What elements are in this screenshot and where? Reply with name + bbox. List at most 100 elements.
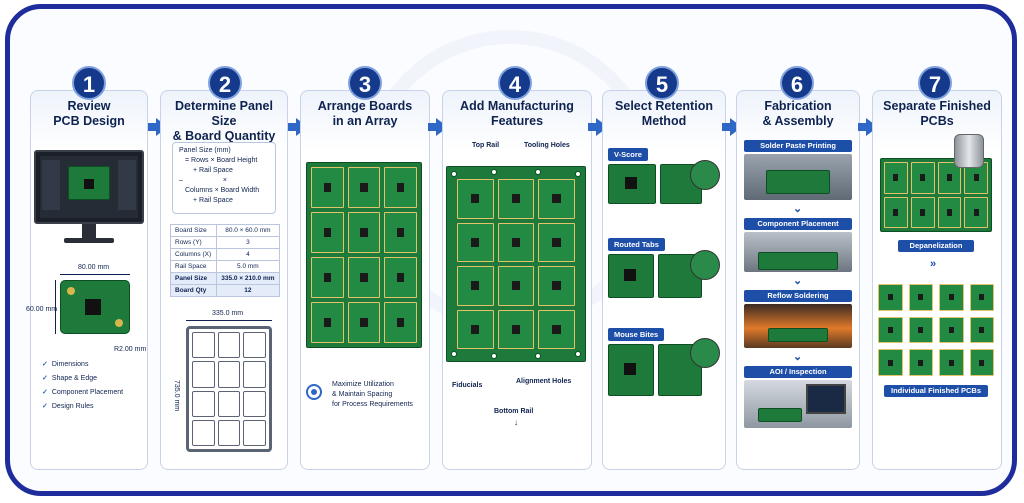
- checklist-item: ✓Design Rules: [42, 403, 94, 410]
- method-label-mouse-bites: Mouse Bites: [608, 328, 665, 341]
- vscore-board-left: [608, 164, 656, 204]
- board-cell: [311, 167, 344, 208]
- step-3-title: Arrange Boards in an Array: [317, 99, 413, 128]
- target-icon: [306, 384, 322, 400]
- step-7-title: Separate Finished PCBs: [883, 99, 991, 128]
- board-cell: [964, 196, 988, 228]
- board-cell: [538, 266, 575, 306]
- routed-tab-zoom-icon: [690, 250, 720, 280]
- checklist-item: ✓Dimensions: [42, 361, 89, 368]
- board-width-dimension: 80.00 mm: [78, 264, 110, 271]
- board-cell: [939, 284, 964, 311]
- check-icon: ✓: [42, 389, 48, 396]
- board-cell: [497, 179, 535, 219]
- board-cell: [910, 162, 935, 194]
- top-rail-label: Top Rail: [472, 142, 500, 149]
- board-cell: [311, 257, 344, 298]
- router-spindle-icon: [954, 134, 984, 168]
- board-cell: [497, 266, 535, 306]
- check-icon: ✓: [42, 403, 48, 410]
- method-label-vscore: V-Score: [608, 148, 648, 161]
- double-chevron-down-icon: »: [930, 258, 937, 270]
- fiducials-label: Fiducials: [452, 382, 483, 389]
- panel-size-formula: Panel Size (mm) = Rows × Board Height + …: [172, 142, 276, 214]
- board-cell: [347, 302, 381, 343]
- board-cell: [538, 222, 575, 262]
- step-2-badge: 2: [208, 66, 242, 100]
- step-2-title: Determine Panel Size & Board Quantity: [172, 99, 276, 143]
- panel-with-rails: [446, 166, 586, 362]
- solder-paste-photo: [744, 154, 852, 200]
- board-cell: [939, 349, 964, 376]
- checklist-item: ✓Shape & Edge: [42, 375, 98, 382]
- board-cell: [908, 284, 933, 311]
- board-cell: [311, 302, 344, 343]
- down-arrow-icon: ↓: [514, 418, 518, 427]
- board-cell: [457, 309, 494, 349]
- routed-tab-board-left: [608, 254, 654, 298]
- step-3-badge: 3: [348, 66, 382, 100]
- vscore-zoom-icon: [690, 160, 720, 190]
- stage-solder-paste: Solder Paste Printing: [744, 140, 852, 152]
- panel-grid-diagram: [186, 326, 272, 452]
- board-cell: [347, 257, 381, 298]
- board-array-panel: [306, 162, 422, 348]
- board-cell: [884, 196, 908, 228]
- step-4-title: Add Manufacturing Features: [460, 99, 574, 128]
- alignment-holes-label: Alignment Holes: [516, 378, 572, 385]
- board-cell: [939, 316, 964, 344]
- board-cell: [538, 179, 575, 219]
- chevron-down-icon: ⌄: [793, 203, 803, 215]
- panel-height-dimension: 735.0 mm: [173, 380, 180, 412]
- board-cell: [457, 179, 494, 219]
- board-cell: [497, 309, 535, 349]
- array-note: Maximize Utilization & Maintain Spacing …: [332, 381, 413, 408]
- component-placement-photo: [744, 232, 852, 272]
- chevron-down-icon: ⌄: [793, 275, 803, 287]
- board-cell: [538, 309, 575, 349]
- board-cell: [347, 212, 381, 253]
- reflow-oven-photo: [744, 304, 852, 348]
- board-cell: [384, 167, 417, 208]
- board-cell: [969, 349, 994, 376]
- design-board: [60, 280, 130, 334]
- board-cell: [384, 257, 417, 298]
- board-cell: [878, 349, 903, 376]
- tooling-hole-icon: [575, 171, 581, 177]
- board-cell: [908, 349, 933, 376]
- board-cell: [908, 316, 933, 344]
- step-4-badge: 4: [498, 66, 532, 100]
- table-row: Columns (X)4: [170, 248, 281, 261]
- tooling-hole-icon: [535, 353, 541, 359]
- board-cell: [497, 222, 535, 262]
- stage-component-placement: Component Placement: [744, 218, 852, 230]
- tooling-hole-icon: [491, 353, 497, 359]
- board-cell: [384, 302, 417, 343]
- corner-radius-dimension: R2.00 mm: [114, 346, 147, 353]
- board-cell: [878, 284, 903, 311]
- tooling-hole-icon: [575, 351, 581, 357]
- panel-width-line: [186, 320, 272, 321]
- board-cell: [878, 316, 903, 344]
- monitor-illustration: [34, 150, 144, 250]
- width-dimension-line: [60, 274, 130, 275]
- tooling-hole-icon: [491, 169, 497, 175]
- mouse-bite-board-left: [608, 344, 654, 396]
- board-cell: [937, 196, 962, 228]
- mouse-bite-zoom-icon: [690, 338, 720, 368]
- panel-width-dimension: 335.0 mm: [212, 310, 244, 317]
- checklist-item: ✓Component Placement: [42, 389, 124, 396]
- depanelization-label: Depanelization: [898, 240, 974, 252]
- method-label-routed-tabs: Routed Tabs: [608, 238, 665, 251]
- step-7-badge: 7: [918, 66, 952, 100]
- step-5-badge: 5: [645, 66, 679, 100]
- board-cell: [311, 212, 344, 253]
- finished-pcbs-label: Individual Finished PCBs: [884, 385, 988, 397]
- tooling-hole-icon: [535, 169, 541, 175]
- bottom-rail-label: Bottom Rail: [494, 408, 534, 415]
- board-cell: [884, 162, 908, 194]
- separated-boards-grid: [878, 284, 994, 376]
- board-cell: [910, 196, 935, 228]
